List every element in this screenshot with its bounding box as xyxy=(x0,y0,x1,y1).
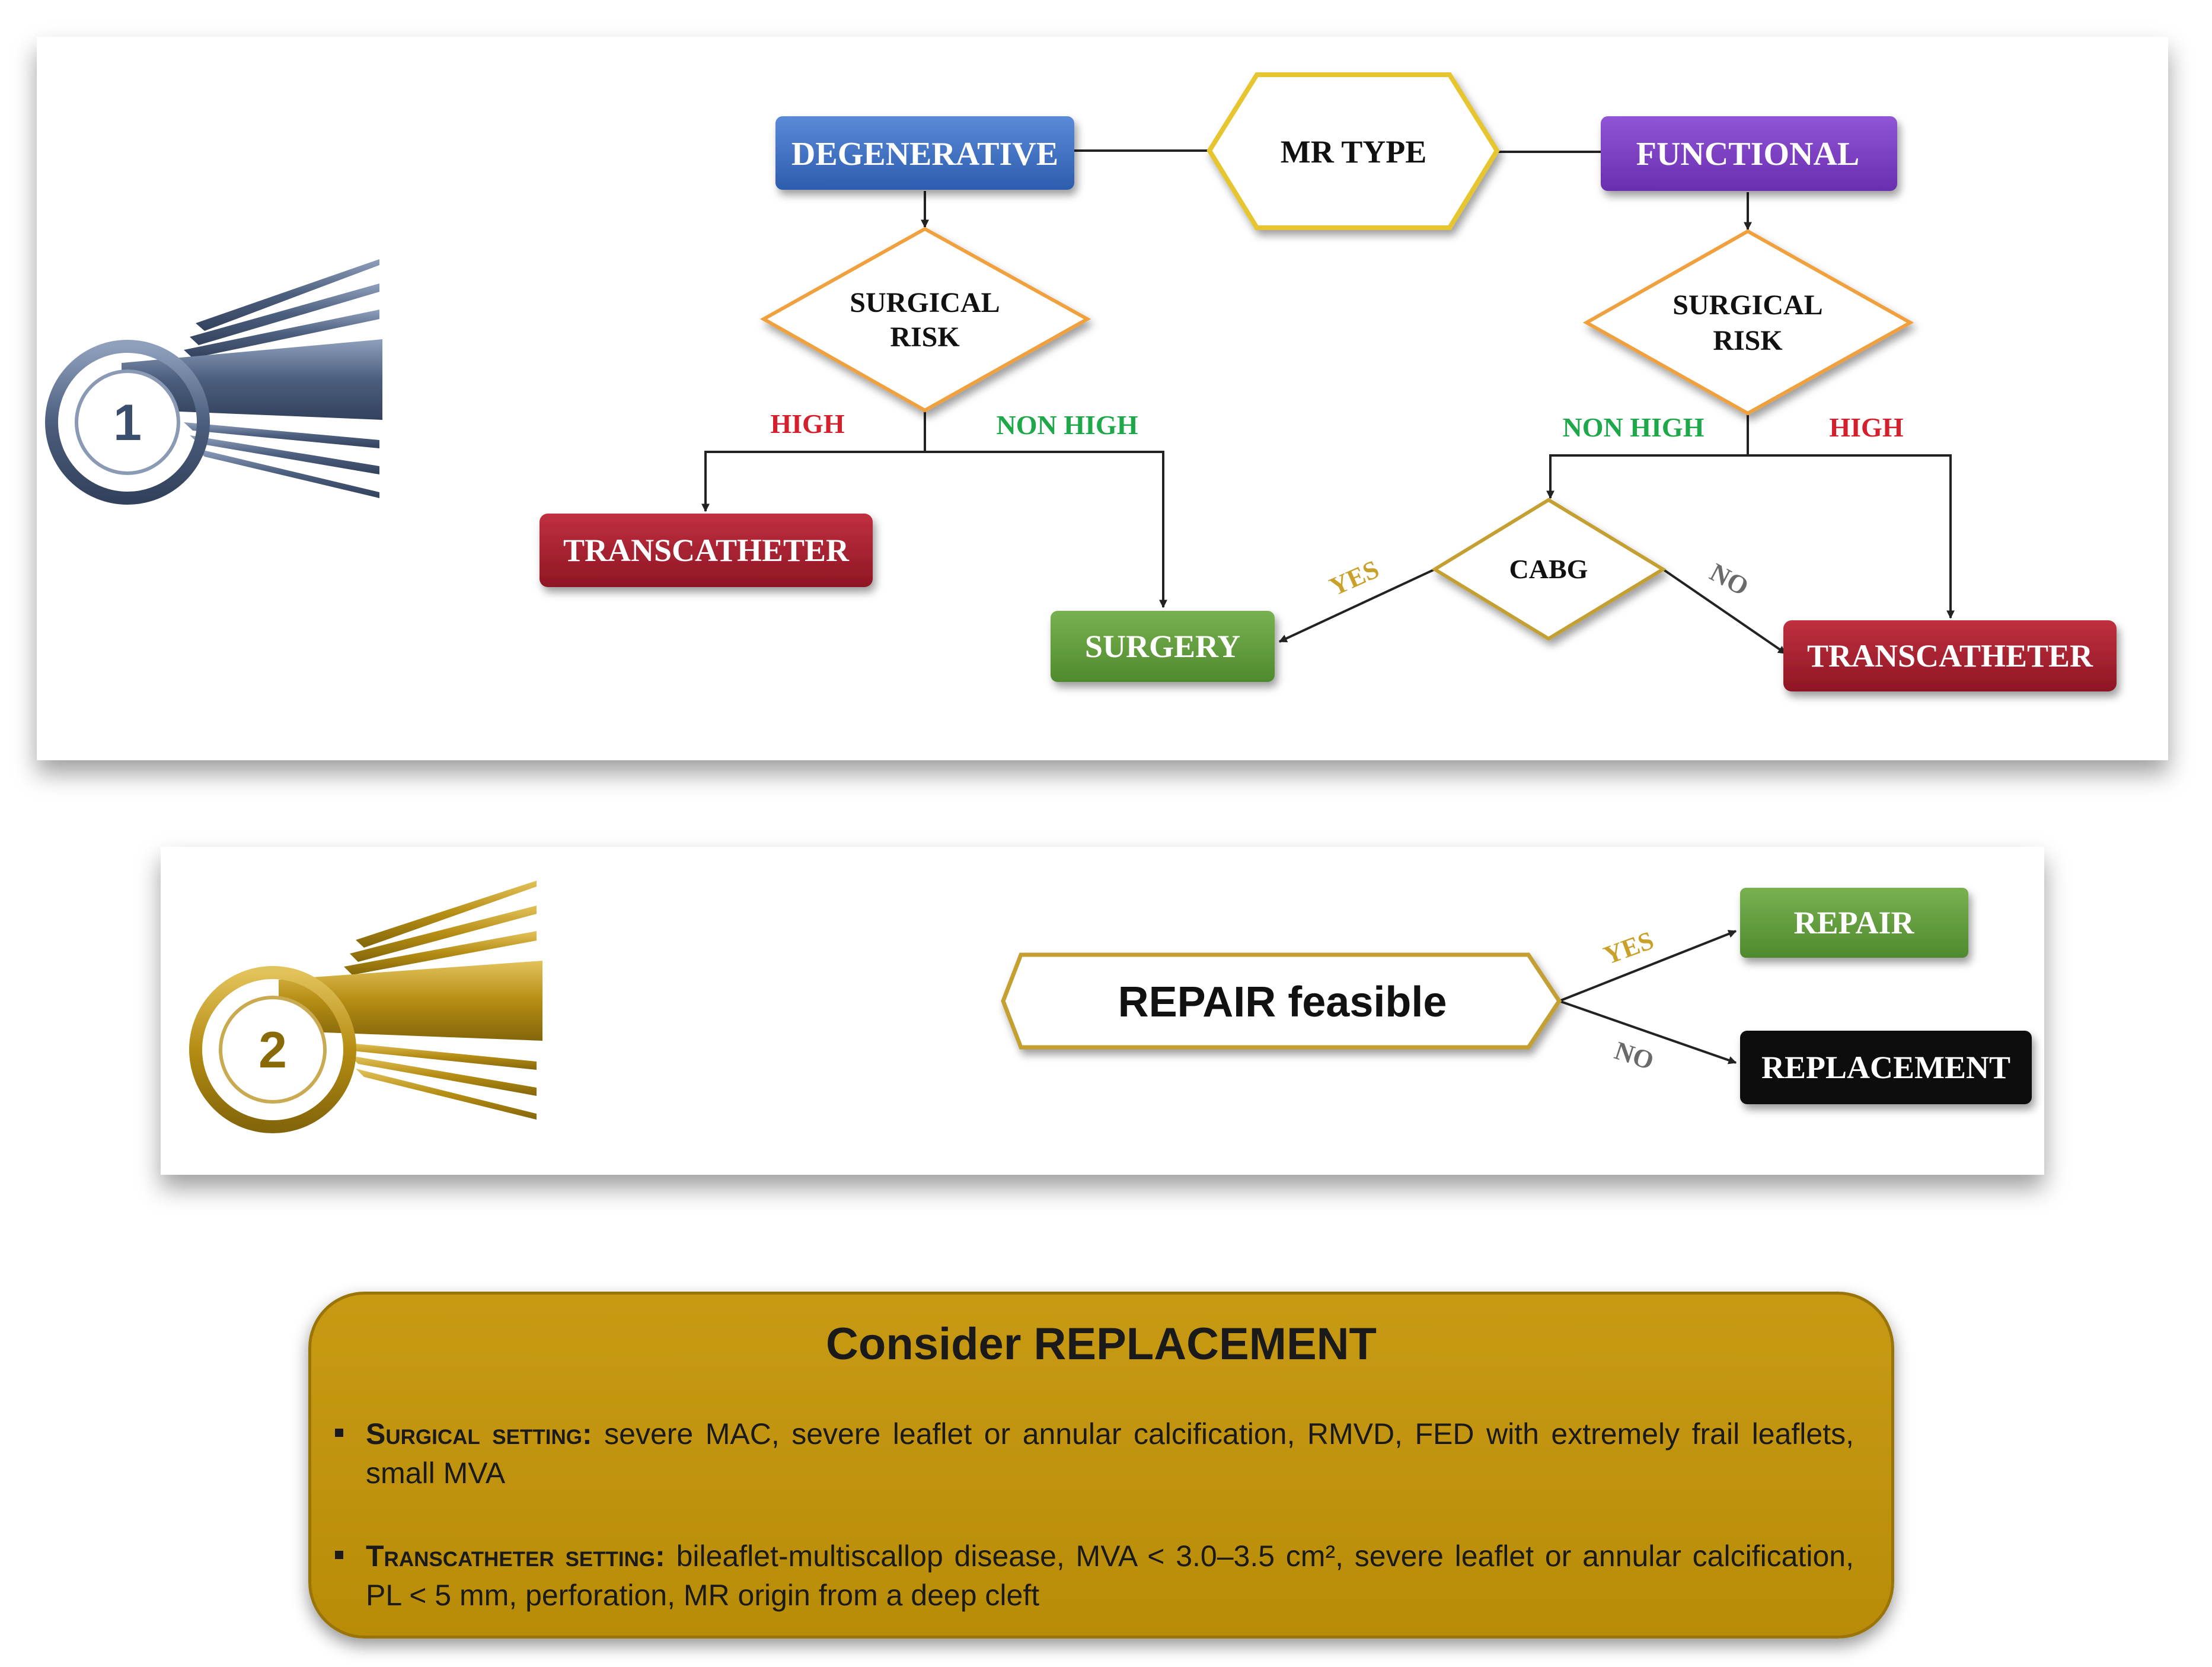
transcatheter-left-node: TRANSCATHETER xyxy=(540,514,873,587)
transcatheter-setting-text: bileaflet-multiscallop disease, MVA < 3.… xyxy=(366,1539,1854,1612)
replacement-node: REPLACEMENT xyxy=(1740,1031,2032,1104)
flow2-connectors xyxy=(1559,930,1737,1064)
degenerative-label: DEGENERATIVE xyxy=(791,136,1058,173)
functional-label: FUNCTIONAL xyxy=(1636,136,1859,173)
repair-node: REPAIR xyxy=(1740,888,1968,958)
badge-1-icon: 1 xyxy=(45,259,382,505)
cabg-node: CABG xyxy=(1431,498,1667,641)
surgery-label: SURGERY xyxy=(1085,629,1240,664)
surgical-risk-left-line1: SURGICAL xyxy=(850,287,1000,318)
mr-type-node: MR TYPE xyxy=(1206,72,1500,230)
mr-type-label: MR TYPE xyxy=(1281,134,1427,170)
cabg-no-label: NO xyxy=(1705,557,1753,601)
badge-2-icon: 2 xyxy=(189,881,542,1133)
bullet-square-icon xyxy=(335,1551,343,1559)
transcatheter-setting-bullet: Transcatheter setting: bileaflet-multisc… xyxy=(335,1537,1854,1615)
transcatheter-left-label: TRANSCATHETER xyxy=(563,533,850,568)
repair-label: REPAIR xyxy=(1793,905,1914,941)
consider-replacement-box: Consider REPLACEMENT Surgical setting: s… xyxy=(308,1292,1894,1639)
transcatheter-right-label: TRANSCATHETER xyxy=(1807,638,2093,674)
replacement-label: REPLACEMENT xyxy=(1761,1050,2010,1085)
repair-yes-label: YES xyxy=(1600,926,1657,970)
degenerative-node: DEGENERATIVE xyxy=(775,116,1074,190)
repair-no-label: NO xyxy=(1611,1036,1658,1076)
surgical-setting-bullet: Surgical setting: severe MAC, severe lea… xyxy=(335,1414,1854,1493)
transcatheter-right-node: TRANSCATHETER xyxy=(1783,620,2117,691)
cabg-label: CABG xyxy=(1509,554,1588,584)
surgical-setting-heading: Surgical setting: xyxy=(366,1417,592,1451)
surgical-risk-right-line2: RISK xyxy=(1713,325,1782,356)
high-right-label: HIGH xyxy=(1829,412,1903,442)
surgery-node: SURGERY xyxy=(1051,611,1275,682)
badge-1-number: 1 xyxy=(113,394,142,451)
badge-2-number: 2 xyxy=(258,1022,287,1079)
cabg-yes-label: YES xyxy=(1325,554,1383,602)
functional-node: FUNCTIONAL xyxy=(1601,116,1897,191)
non-high-left-label: NON HIGH xyxy=(997,410,1138,440)
transcatheter-setting-heading: Transcatheter setting: xyxy=(366,1539,665,1573)
consider-replacement-title: Consider REPLACEMENT xyxy=(826,1319,1377,1369)
high-left-label: HIGH xyxy=(770,409,844,439)
surgical-risk-left-line2: RISK xyxy=(890,321,959,353)
surgical-setting-text: severe MAC, severe leaflet or annular ca… xyxy=(366,1417,1854,1490)
non-high-right-label: NON HIGH xyxy=(1563,412,1705,442)
flow1-connectors xyxy=(701,149,1955,655)
bullet-square-icon xyxy=(335,1429,343,1437)
repair-feasible-label: REPAIR feasible xyxy=(1118,978,1447,1026)
surgical-risk-right-line1: SURGICAL xyxy=(1672,289,1822,321)
repair-feasible-node: REPAIR feasible xyxy=(1001,952,1562,1050)
surgical-risk-right-node: SURGICAL RISK xyxy=(1582,229,1914,416)
surgical-risk-left-node: SURGICAL RISK xyxy=(759,227,1091,413)
